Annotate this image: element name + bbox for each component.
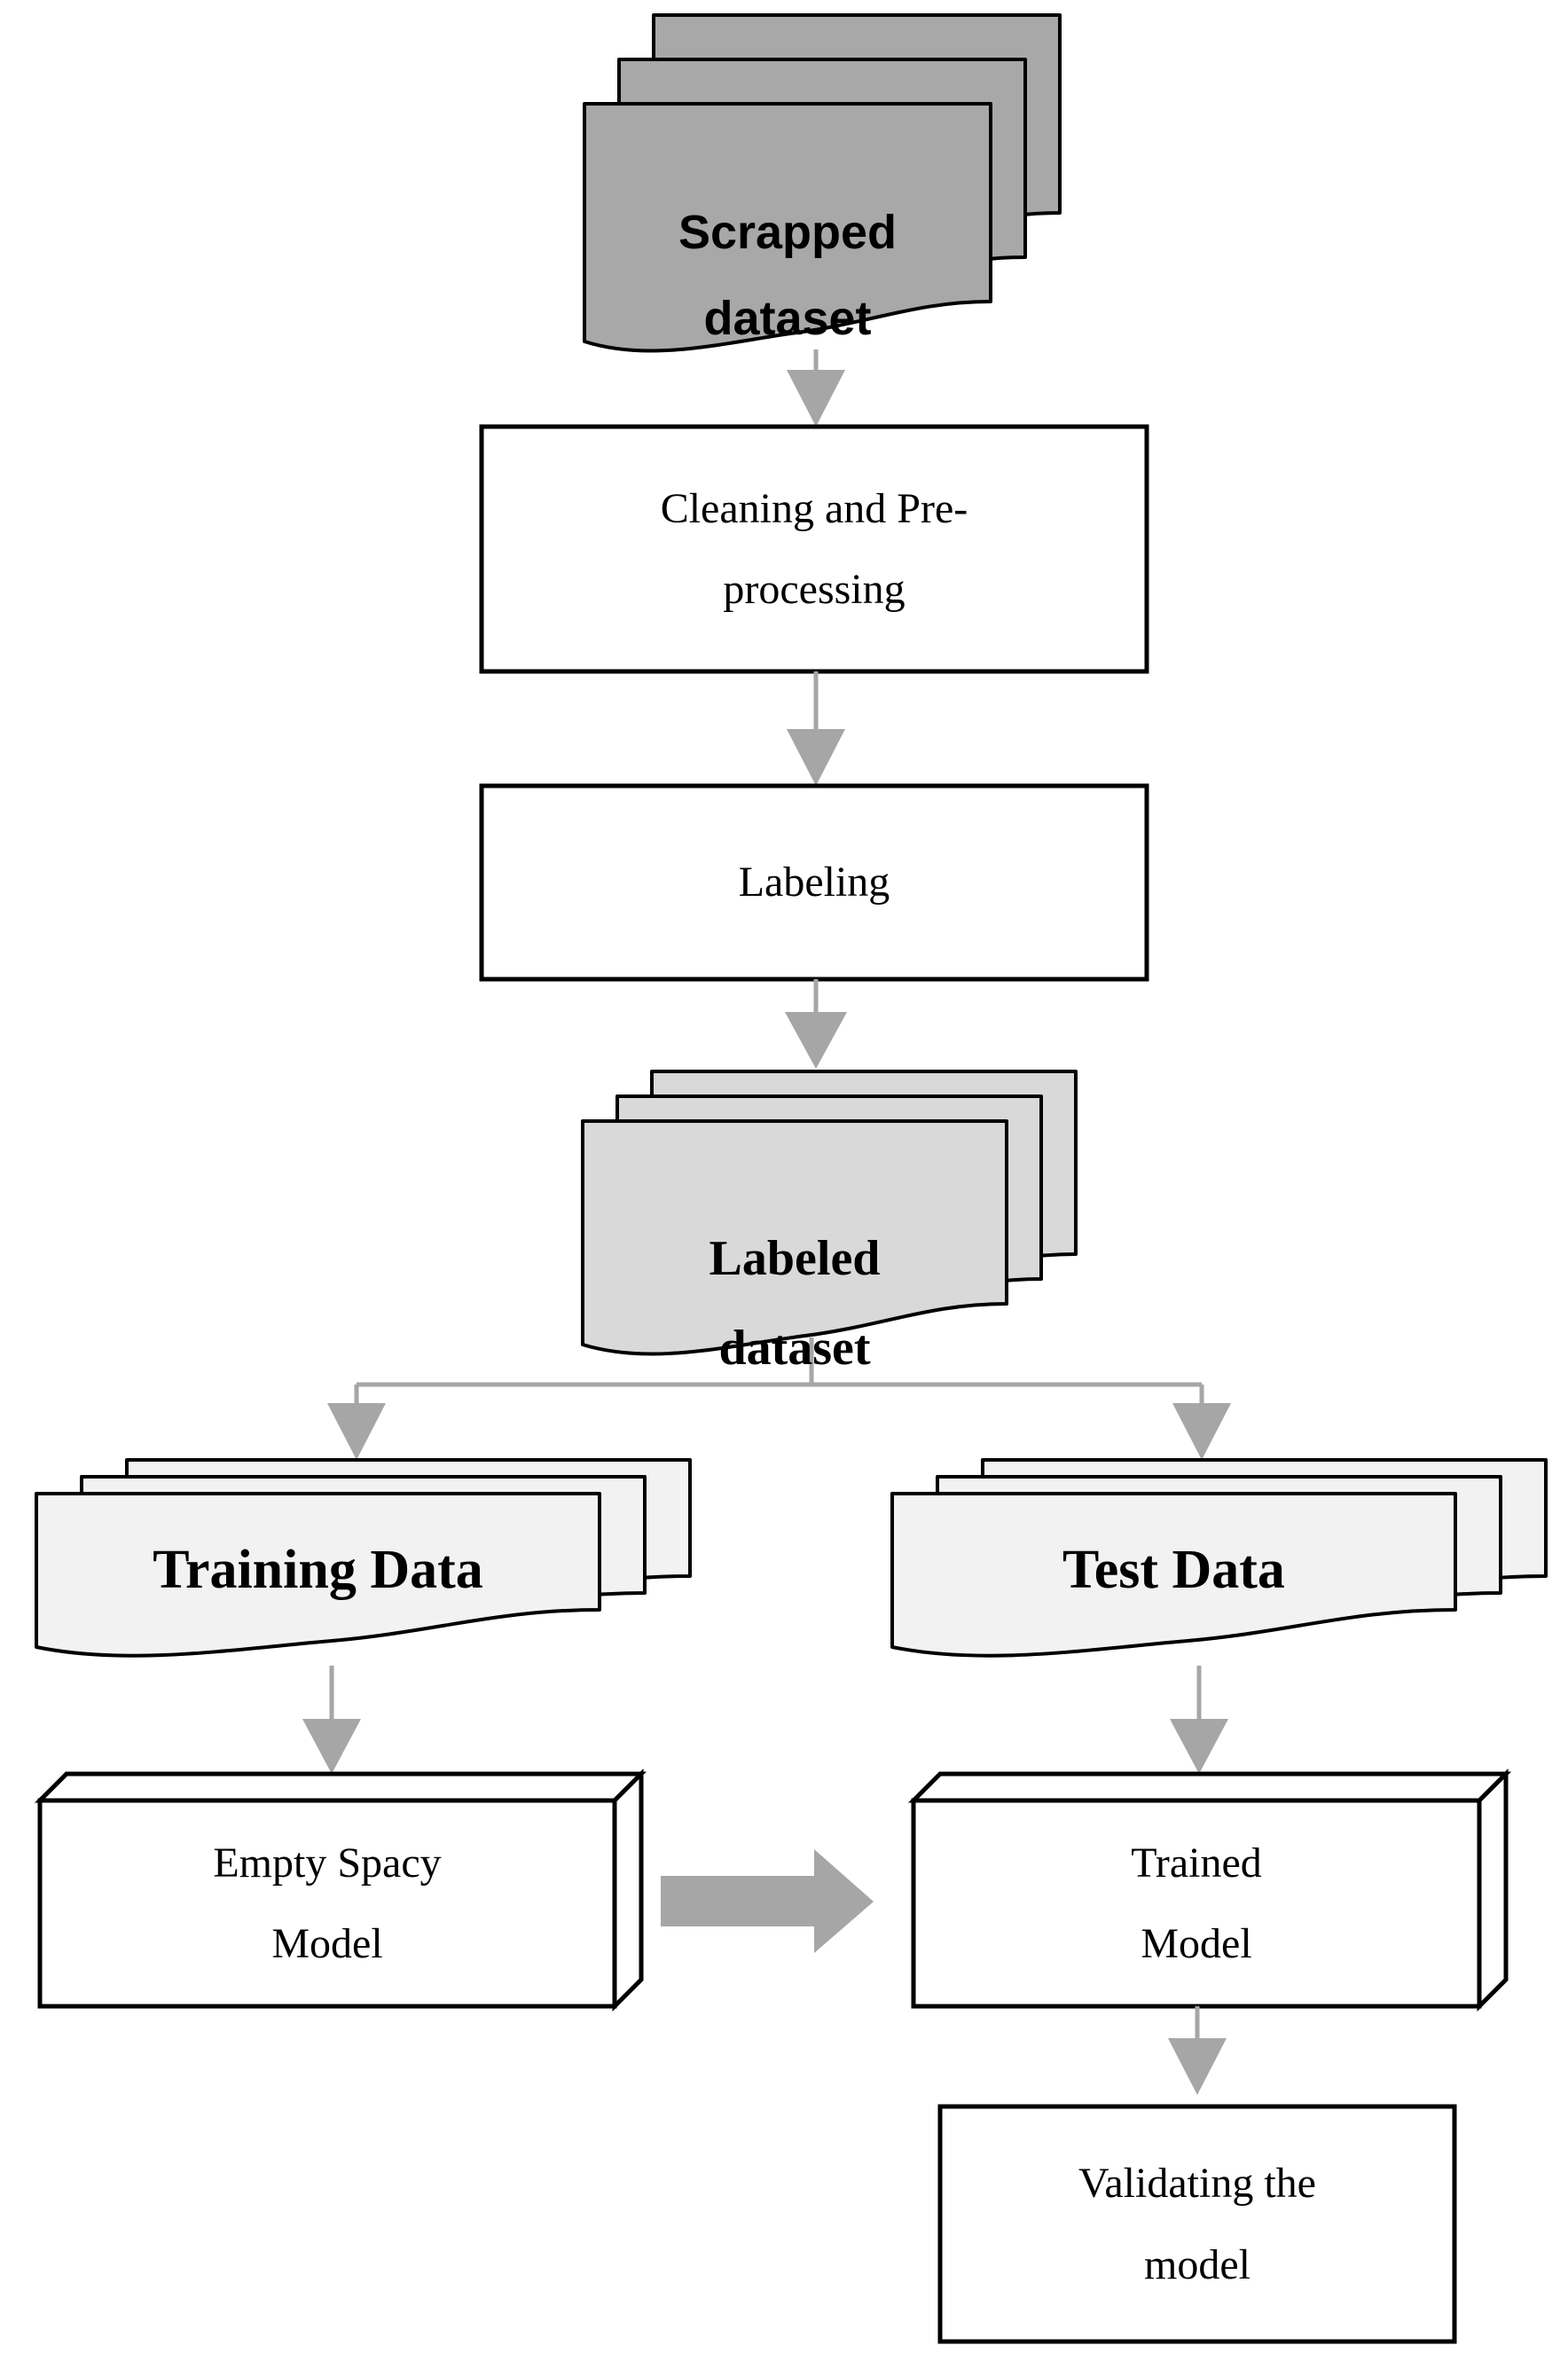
training-data-shape (35, 1458, 692, 1658)
labeled-dataset-shape (581, 1070, 1078, 1356)
arrow-head-icon (1172, 1403, 1231, 1460)
test-front-sheet (890, 1492, 1457, 1658)
arrow-test-to-trained-model (1170, 1666, 1228, 1774)
arrow-head-icon (787, 370, 845, 427)
arrow-training-to-empty-model (302, 1666, 361, 1774)
arrow-head-icon (785, 1012, 847, 1069)
arrow-head-icon (787, 729, 845, 786)
arrow-head-icon (1170, 1719, 1228, 1774)
empty-spacy-model-box (34, 1768, 647, 2012)
cleaning-box (479, 424, 1149, 674)
box-right-face (612, 1768, 644, 2012)
box-top-face (907, 1771, 1512, 1803)
box-top-face (34, 1771, 647, 1803)
test-data-shape (890, 1458, 1548, 1658)
arrow-cleaning-to-labeling (787, 671, 845, 786)
labeling-box (479, 783, 1149, 982)
box-right-face (1477, 1768, 1509, 2012)
box-front-face (911, 1798, 1482, 2009)
arrow-scrapped-to-cleaning (787, 349, 845, 427)
block-arrow-empty-to-trained (661, 1849, 874, 1953)
trained-model-box (907, 1768, 1512, 2012)
training-front-sheet (35, 1492, 601, 1658)
labeled-front-sheet (581, 1119, 1008, 1356)
scrapped-dataset-shape (583, 13, 1062, 353)
arrow-head-icon (1168, 2038, 1227, 2095)
validating-model-box (937, 2104, 1457, 2344)
arrow-labeling-to-labeled (785, 979, 847, 1069)
arrow-head-icon (302, 1719, 361, 1774)
box-front-face (37, 1798, 617, 2009)
arrow-trained-to-validating (1168, 2006, 1227, 2095)
scrapped-front-sheet (583, 102, 992, 353)
arrow-head-icon (327, 1403, 386, 1460)
branch-connector (327, 1338, 1231, 1460)
branch-lines (354, 1338, 1204, 1407)
